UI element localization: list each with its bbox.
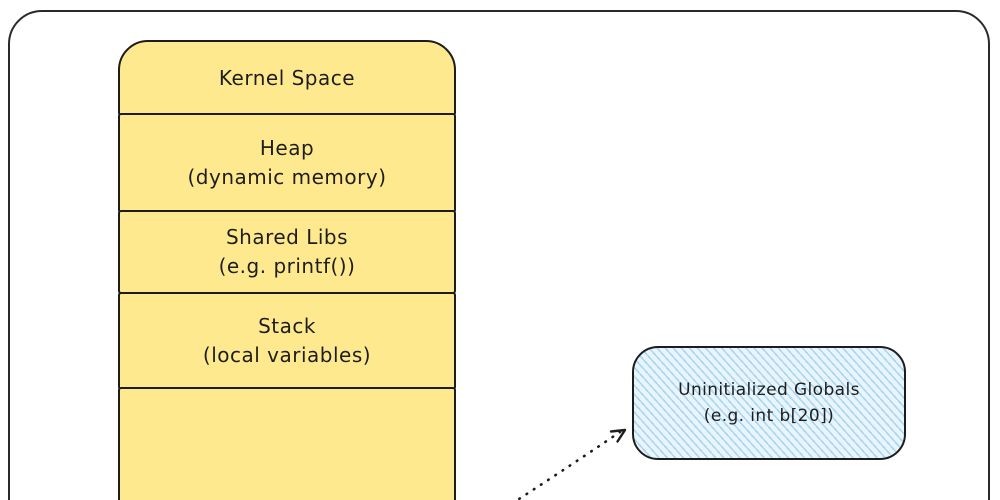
segment-label: Stack xyxy=(258,313,316,338)
segment-sublabel: (e.g. printf()) xyxy=(218,254,356,279)
callout-sublabel: (e.g. int b[20]) xyxy=(703,406,835,426)
segment-stack: Stack (local variables) xyxy=(118,291,456,390)
callout-uninitialized-globals: Uninitialized Globals (e.g. int b[20]) xyxy=(632,346,906,460)
outer-frame xyxy=(8,10,990,500)
segment-empty xyxy=(118,386,456,500)
segment-sublabel: (dynamic memory) xyxy=(187,165,387,190)
segment-shared-libs: Shared Libs (e.g. printf()) xyxy=(118,210,456,295)
segment-kernel-space: Kernel Space xyxy=(118,40,456,116)
segment-sublabel: (local variables) xyxy=(202,342,372,367)
segment-label: Shared Libs xyxy=(225,225,349,250)
memory-stack: Kernel Space Heap (dynamic memory) Share… xyxy=(118,40,456,500)
segment-label: Kernel Space xyxy=(218,65,356,90)
segment-label: Heap xyxy=(259,136,315,161)
segment-heap: Heap (dynamic memory) xyxy=(118,113,456,214)
callout-label: Uninitialized Globals xyxy=(678,379,860,400)
